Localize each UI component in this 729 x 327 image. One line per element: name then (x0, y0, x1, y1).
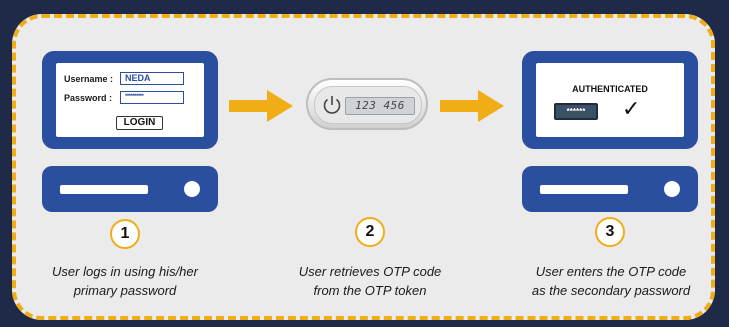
token-face: 123 456 (314, 86, 422, 124)
login-button: LOGIN (116, 116, 163, 130)
drive-slot (540, 185, 628, 194)
step-caption-3: User enters the OTP code as the secondar… (496, 262, 726, 300)
drive-slot (60, 185, 148, 194)
checkmark-icon: ✓ (622, 97, 641, 122)
step-number-2: 2 (355, 217, 385, 247)
monitor-authenticated: AUTHENTICATED ****** ✓ (522, 51, 698, 149)
monitor-login: Username : NEDA Password : ********** LO… (42, 51, 218, 149)
step-number-1: 1 (110, 219, 140, 249)
power-icon (323, 96, 341, 114)
username-label: Username : (64, 74, 114, 84)
arrow-right-icon (440, 90, 504, 122)
caption-line: primary password (73, 283, 177, 298)
power-light (184, 181, 200, 197)
caption-line: User logs in using his/her (52, 264, 198, 279)
step-number-3: 3 (595, 217, 625, 247)
authenticated-title: AUTHENTICATED (572, 84, 648, 94)
otp-display: 123 456 (345, 97, 415, 115)
arrow-right-icon (229, 90, 293, 122)
step-caption-1: User logs in using his/her primary passw… (10, 262, 240, 300)
password-label: Password : (64, 93, 113, 103)
power-light (664, 181, 680, 197)
computer-base-1 (42, 166, 218, 212)
dashed-border (12, 14, 715, 320)
caption-line: User enters the OTP code (535, 264, 687, 279)
password-field: ********** (120, 91, 184, 104)
step-caption-2: User retrieves OTP code from the OTP tok… (255, 262, 485, 300)
caption-line: from the OTP token (313, 283, 427, 298)
login-screen: Username : NEDA Password : ********** LO… (56, 63, 204, 137)
caption-line: User retrieves OTP code (298, 264, 442, 279)
caption-line: as the secondary password (531, 283, 691, 298)
authenticated-screen: AUTHENTICATED ****** ✓ (536, 63, 684, 137)
username-field: NEDA (120, 72, 184, 85)
otp-entry-field: ****** (554, 103, 598, 120)
otp-token: 123 456 (306, 78, 428, 130)
computer-base-3 (522, 166, 698, 212)
